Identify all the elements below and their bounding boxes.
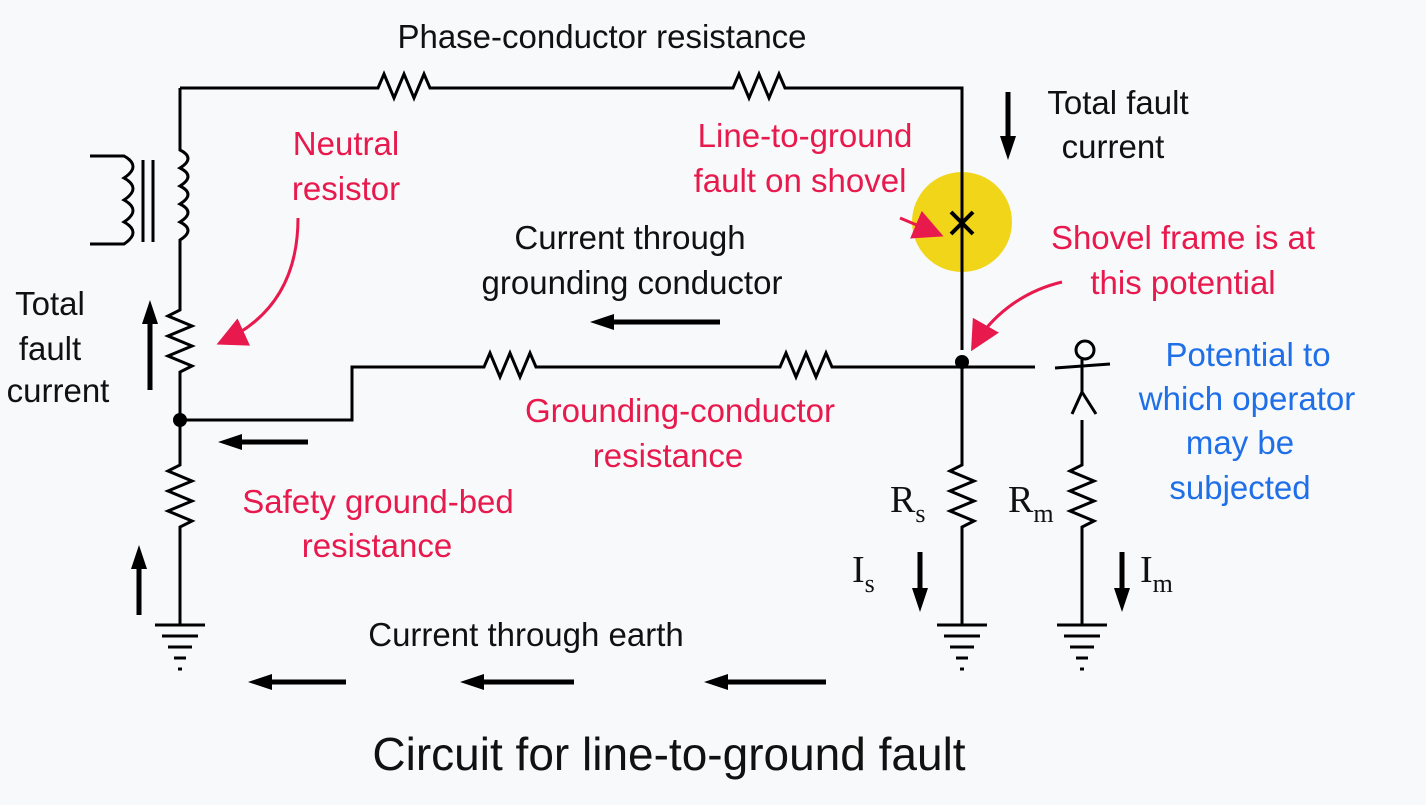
rs-wire xyxy=(946,362,978,625)
arrow-icon xyxy=(1000,92,1016,160)
arrow-icon xyxy=(590,314,720,330)
operator-potential-line4: subjected xyxy=(1169,469,1310,506)
arrow-icon xyxy=(704,674,826,690)
phase-conductor-wire xyxy=(180,70,964,350)
total-fault-current-left-line3: current xyxy=(7,372,110,409)
total-fault-current-right-line2: current xyxy=(1062,128,1165,165)
line-to-ground-line2: fault on shovel xyxy=(694,162,907,199)
node-left xyxy=(173,413,187,427)
arrow-icon xyxy=(460,674,574,690)
current-grounding-line1: Current through xyxy=(514,219,745,256)
person-icon xyxy=(1054,339,1111,415)
rm-label: Rm xyxy=(1008,479,1054,528)
ground-icon xyxy=(937,623,987,671)
grounding-conductor-wire xyxy=(180,349,1035,422)
arrow-icon xyxy=(248,674,346,690)
arrow-icon xyxy=(1114,552,1130,612)
current-through-earth-label: Current through earth xyxy=(368,616,684,653)
safety-ground-bed-line1: Safety ground-bed xyxy=(242,483,514,520)
grounding-conductor-resistance-line1: Grounding-conductor xyxy=(525,392,835,429)
safety-ground-bed-wire xyxy=(164,420,196,625)
shovel-frame-line2: this potential xyxy=(1090,264,1275,301)
diagram-caption: Circuit for line-to-ground fault xyxy=(372,728,965,780)
rs-label: Rs xyxy=(890,479,925,528)
total-fault-current-left-line1: Total xyxy=(15,285,85,322)
node-right xyxy=(955,355,969,369)
arrow-icon xyxy=(912,552,928,612)
grounding-conductor-resistance-line2: resistance xyxy=(593,437,743,474)
neutral-pointer-arrow xyxy=(216,217,300,346)
phase-resistance-label: Phase-conductor resistance xyxy=(397,18,806,55)
frame-pointer-arrow xyxy=(971,280,1063,352)
current-grounding-line2: grounding conductor xyxy=(482,264,783,301)
im-label: Im xyxy=(1140,549,1173,598)
arrow-icon xyxy=(142,300,158,390)
fault-x-icon xyxy=(949,210,975,236)
operator-potential-line3: may be xyxy=(1186,424,1294,461)
fault-pointer-arrow xyxy=(899,210,944,239)
rm-wire xyxy=(1066,420,1098,625)
ground-icon xyxy=(155,623,205,671)
arrow-icon xyxy=(131,545,147,615)
total-fault-current-right-line1: Total fault xyxy=(1047,84,1188,121)
line-to-ground-line1: Line-to-ground xyxy=(698,117,913,154)
operator-potential-line2: which operator xyxy=(1138,380,1355,417)
shovel-frame-line1: Shovel frame is at xyxy=(1051,219,1315,256)
safety-ground-bed-line2: resistance xyxy=(302,527,452,564)
operator-potential-line1: Potential to xyxy=(1165,336,1330,373)
transformer-icon xyxy=(90,154,155,246)
left-neutral-wire xyxy=(164,88,196,420)
arrow-icon xyxy=(218,434,308,450)
neutral-resistor-line2: resistor xyxy=(292,170,400,207)
is-label: Is xyxy=(852,549,875,598)
ground-icon xyxy=(1057,623,1107,671)
total-fault-current-left-line2: fault xyxy=(19,330,81,367)
neutral-resistor-line1: Neutral xyxy=(293,125,399,162)
